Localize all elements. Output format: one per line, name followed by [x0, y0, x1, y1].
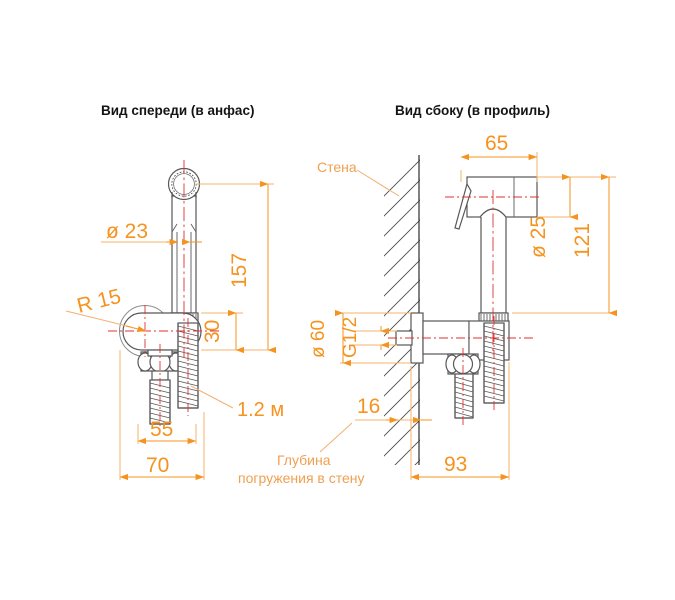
- front-view-title: Вид спереди (в анфас): [101, 103, 254, 118]
- annotation-depth-line1: Глубина: [277, 452, 331, 468]
- dim-label-d121: 121: [571, 223, 594, 258]
- dim-label-d157: 157: [228, 253, 251, 288]
- front-view-geometry: [108, 160, 222, 432]
- dim-label-d65: 65: [485, 132, 508, 155]
- dim-label-d55: 55: [150, 418, 173, 441]
- dim-label-d93: 93: [444, 453, 467, 476]
- annotation-hose-length: 1.2 м: [237, 399, 284, 421]
- side-view-dimensions: Стена 65 ø 25 121 ø 60 G1/2 16: [238, 132, 617, 486]
- dim-label-g12: G1/2: [340, 317, 361, 358]
- dim-label-d70: 70: [146, 454, 169, 477]
- dim-label-d30: 30: [201, 320, 224, 343]
- side-view-title: Вид сбоку (в профиль): [395, 103, 550, 118]
- dim-label-d60: ø 60: [308, 320, 329, 358]
- dim-label-d23: ø 23: [106, 220, 148, 243]
- dim-label-r15: R 15: [75, 285, 124, 318]
- dim-label-d16: 16: [357, 395, 380, 418]
- side-view-geometry: [384, 155, 540, 465]
- annotation-depth-line2: погружения в стену: [238, 470, 365, 486]
- dim-label-d25: ø 25: [527, 216, 550, 258]
- side-hose-left: [454, 376, 474, 418]
- annotation-wall: Стена: [317, 159, 357, 175]
